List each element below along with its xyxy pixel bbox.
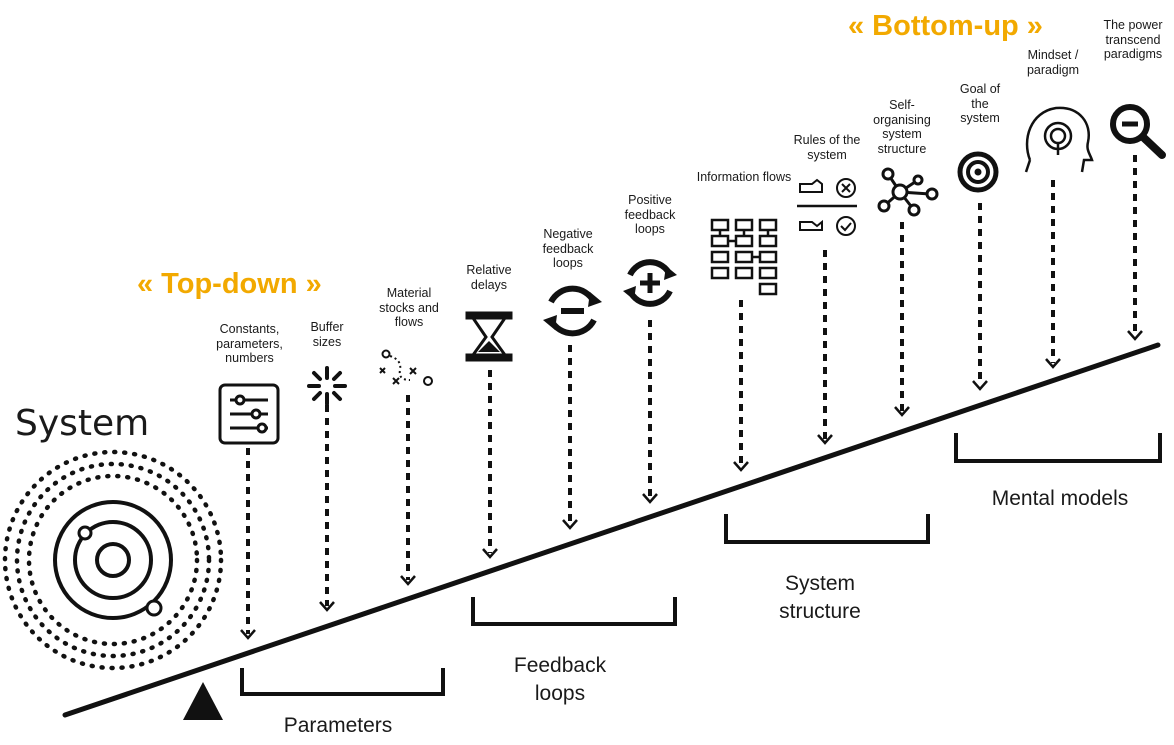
flow-path-icon [379, 349, 433, 386]
sliders-icon [218, 383, 280, 445]
lever-line [62, 342, 1161, 718]
label-buffer: Buffer sizes [310, 320, 344, 349]
label-goal: Goal of the system [959, 82, 1001, 125]
arrow-self-organising [894, 222, 910, 417]
target-icon [957, 151, 999, 193]
bracket-parameters [240, 668, 445, 696]
label-material: Material stocks and flows [379, 286, 439, 329]
system-orbit-icon [2, 449, 224, 671]
positive-loop-icon [623, 259, 677, 307]
magnifier-icon [1110, 104, 1166, 159]
label-negative: Negative feedback loops [542, 227, 594, 270]
arrow-goal [972, 203, 988, 391]
bracket-structure [724, 514, 930, 544]
negative-loop-icon [543, 285, 602, 337]
arrow-information [733, 300, 749, 472]
arrow-negative [562, 345, 578, 530]
label-rules: Rules of the system [793, 133, 861, 162]
group-system-structure: System structure [779, 572, 861, 624]
arrow-mindset [1045, 180, 1061, 369]
fulcrum-triangle [183, 682, 223, 720]
arrow-material [400, 395, 416, 586]
bottom-up-label: « Bottom-up » [848, 10, 1043, 42]
network-icon [877, 167, 939, 217]
bracket-mental [954, 433, 1162, 463]
flowchart-icon [710, 218, 778, 296]
label-information: Information flows [696, 170, 792, 184]
arrow-transcend [1127, 155, 1143, 341]
label-positive: Positive feedback loops [624, 193, 676, 236]
group-mental-models: Mental models [991, 487, 1129, 510]
group-parameters: Parameters [283, 714, 393, 737]
arrow-rules [817, 250, 833, 445]
system-label: System [15, 403, 150, 444]
arrow-delays [482, 370, 498, 559]
label-constants: Constants, parameters, numbers [216, 322, 283, 365]
top-down-label: « Top-down » [137, 268, 322, 300]
arrow-constants [240, 448, 256, 640]
hourglass-icon [465, 311, 513, 362]
group-feedback-loops: Feedback loops [513, 654, 607, 706]
arrow-positive [642, 320, 658, 504]
arrow-buffer [319, 405, 335, 612]
bracket-feedback [471, 597, 677, 626]
label-mindset: Mindset / paradigm [1026, 48, 1080, 77]
label-self-organising: Self-organising system structure [873, 98, 931, 156]
rules-icon [797, 178, 857, 236]
label-delays: Relative delays [466, 263, 512, 292]
burst-icon [307, 366, 347, 406]
label-transcend: The power transcend paradigms [1103, 18, 1163, 61]
mind-head-icon [1024, 106, 1094, 173]
